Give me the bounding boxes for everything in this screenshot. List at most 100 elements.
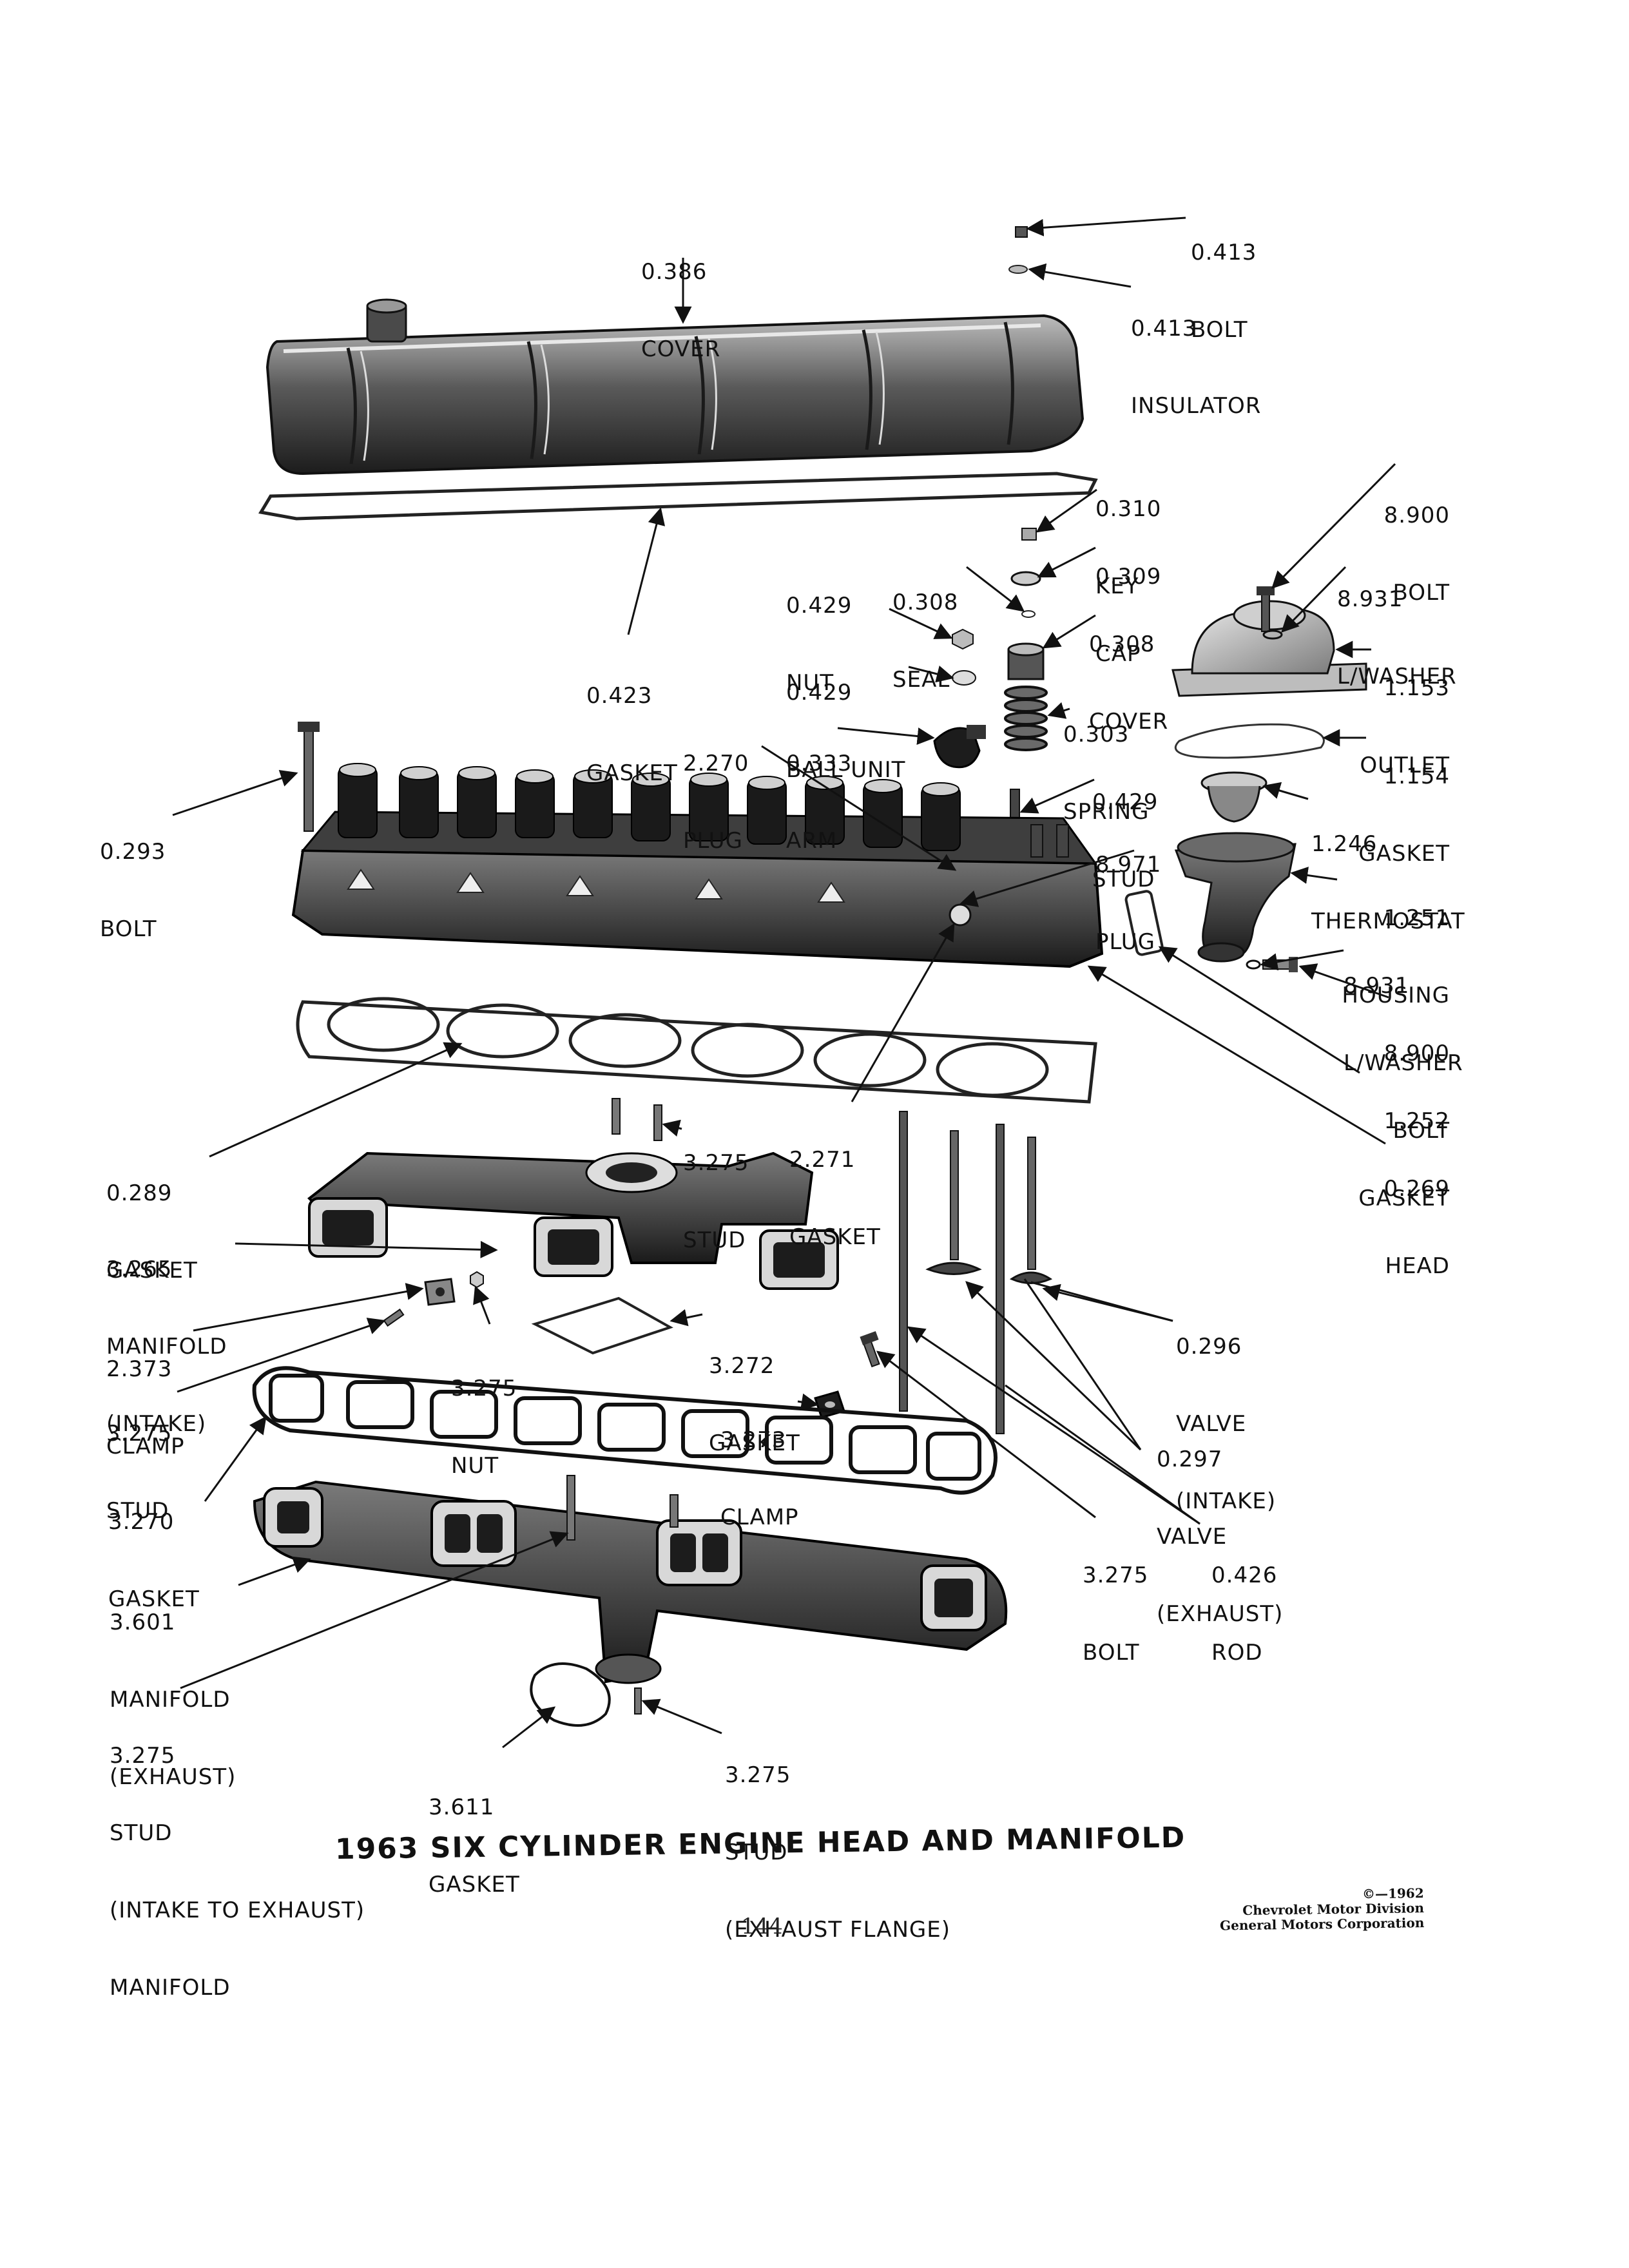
callout-part-number: 0.296 [1176, 1334, 1242, 1360]
leader-insulator [1028, 263, 1132, 288]
callout-head-bolt: 0.293 BOLT [100, 787, 166, 968]
callout-part-number: 3.611 [429, 1794, 495, 1820]
callout-housing-lock-washer: 8.931 L/WASHER [1344, 921, 1463, 1102]
exhaust-manifold-part [253, 1480, 1008, 1684]
leader-exhaust-manifold [238, 1556, 311, 1586]
callout-outlet-gasket: 1.154 GASKET [1347, 712, 1450, 892]
leader-stud-0429 [1019, 778, 1095, 814]
leader-cover-gasket [627, 507, 666, 635]
callout-part-name: HEAD [1385, 1253, 1450, 1279]
callout-part-number: 3.275 [725, 1762, 791, 1788]
callout-part-number: 0.310 [1095, 496, 1162, 522]
callout-exhaust-manifold: 3.601 MANIFOLD (EXHAUST) [110, 1558, 236, 1816]
callout-part-name: COVER [1089, 709, 1169, 735]
manifold-clamp-part [424, 1278, 456, 1306]
callout-part-number: 0.426 [1211, 1562, 1278, 1588]
leader-flange-stud [641, 1698, 722, 1735]
leader-intake-to-exhaust-stud [180, 1531, 569, 1689]
leader-exhaust-valve [965, 1281, 1142, 1451]
callout-plug-8971: 8.971 PLUG [1095, 800, 1161, 981]
callout-part-number: 0.429 [786, 593, 853, 619]
head-plug-part [949, 903, 972, 927]
callout-part-name: CLAMP [720, 1504, 799, 1530]
manifold-nut-part [470, 1271, 484, 1289]
callout-part-name: COVER [641, 336, 721, 362]
callout-part-number: 3.275 [106, 1421, 173, 1446]
callout-part-note: (EXHAUST) [1157, 1601, 1284, 1627]
nut-part [952, 628, 974, 650]
callout-part-number: 0.429 [786, 680, 853, 706]
callout-part-name: STUD [725, 1840, 788, 1865]
callout-part-number: 0.413 [1191, 240, 1257, 265]
callout-part-number: 8.931 [1337, 586, 1403, 612]
cover-bolt-part [1015, 226, 1028, 238]
outlet-lock-washer-part [1262, 629, 1283, 640]
pushrod-part [899, 1111, 1005, 1434]
callout-part-number: 1.251 [1383, 905, 1450, 931]
callout-part-note: (INTAKE TO EXHAUST) [110, 1898, 365, 1923]
housing-lock-washer-part [1246, 959, 1261, 970]
callout-part-name: PLUG [683, 828, 743, 854]
callout-part-number: 2.271 [789, 1147, 856, 1173]
callout-gasket-2271: 2.271 GASKET [789, 1095, 881, 1276]
callout-exhaust-flange-stud: 3.275 STUD (EXHAUST FLANGE) [725, 1711, 950, 1968]
callout-part-name: ARM [786, 828, 838, 854]
callout-part-name: CAP [1095, 641, 1141, 667]
leader-rod [907, 1326, 1200, 1525]
callout-part-name: GASKET [709, 1430, 800, 1456]
callout-part-number: 1.153 [1383, 675, 1450, 701]
insulator-part [1008, 265, 1028, 274]
intake-manifold-part [307, 1151, 839, 1290]
outlet-gasket-part [1174, 723, 1325, 759]
callout-manifold-stud: 3.275 STUD [106, 1369, 172, 1550]
cap-part [1010, 571, 1041, 586]
callout-cover-bolt: 0.413 BOLT [1191, 188, 1257, 369]
callout-intake-to-exhaust-stud: 3.275 STUD (INTAKE TO EXHAUST) MANIFOLD [110, 1691, 365, 2026]
manifold-stud-small-part [383, 1308, 405, 1327]
callout-part-name: OUTLET [1360, 753, 1450, 778]
callout-part-name: CLAMP [106, 1434, 185, 1459]
callout-part-name: STUD [110, 1820, 173, 1846]
leader-housing-lockwasher [1260, 949, 1344, 971]
callout-part-name: GASKET [429, 1872, 520, 1898]
manifold-stud-pair-part [612, 1098, 662, 1141]
callout-part-number: 0.297 [1157, 1446, 1223, 1472]
valve-spring-part [1004, 686, 1048, 751]
leader-housing-bolt [1298, 963, 1389, 999]
callout-insulator: 0.413 INSULATOR [1131, 264, 1261, 445]
callout-part-name: GASKET [108, 1586, 200, 1612]
callout-part-number: 3.275 [451, 1376, 517, 1401]
callout-part-number: 3.275 [1083, 1562, 1149, 1588]
exhaust-valve-part [1009, 1137, 1053, 1284]
callout-manifold-clamp: 2.373 CLAMP [106, 1305, 185, 1485]
outlet-bolt-part [1257, 586, 1275, 632]
callout-head-gasket: 0.289 GASKET [106, 1129, 198, 1309]
leader-housing [1290, 867, 1338, 884]
leader-arm [837, 727, 935, 745]
callout-part-name: STUD [1092, 867, 1155, 892]
callout-valve-cover-cup: 0.308 COVER [1089, 580, 1168, 760]
callout-part-name: SEAL [892, 667, 950, 693]
callout-manifold-stud-pair: 3.275 STUD [683, 1099, 749, 1279]
leader-outlet-bolt [1271, 463, 1396, 589]
leader-head [1087, 965, 1386, 1145]
head-gasket-part [296, 997, 1097, 1104]
callout-manifold-nut: 3.275 NUT [451, 1324, 517, 1504]
page-number: 144 [741, 1914, 783, 1939]
leader-key [1036, 488, 1097, 533]
callout-part-number: 1.154 [1383, 764, 1450, 789]
seal-part [1021, 610, 1036, 618]
callout-clamp-bolt: 3.275 BOLT [1083, 1511, 1148, 1691]
callout-part-name: VALVE [1176, 1411, 1247, 1437]
callout-exhaust-flange-gasket: 3.611 GASKET [429, 1743, 520, 1923]
callout-part-name: STUD [106, 1498, 169, 1524]
cover-gasket-part [258, 472, 1098, 521]
callout-cover-gasket: 0.423 GASKET [586, 631, 678, 812]
callout-part-name: GASKET [106, 1258, 198, 1283]
callout-ball-unit: 0.429 BALL UNIT [786, 628, 905, 809]
exhaust-flange-stud-part [634, 1687, 642, 1715]
leader-cap [1037, 546, 1096, 578]
leader-housing-gasket [1158, 946, 1360, 1074]
callout-part-number: 8.900 [1383, 503, 1450, 528]
leader-valve-cover-cup [1042, 614, 1096, 649]
